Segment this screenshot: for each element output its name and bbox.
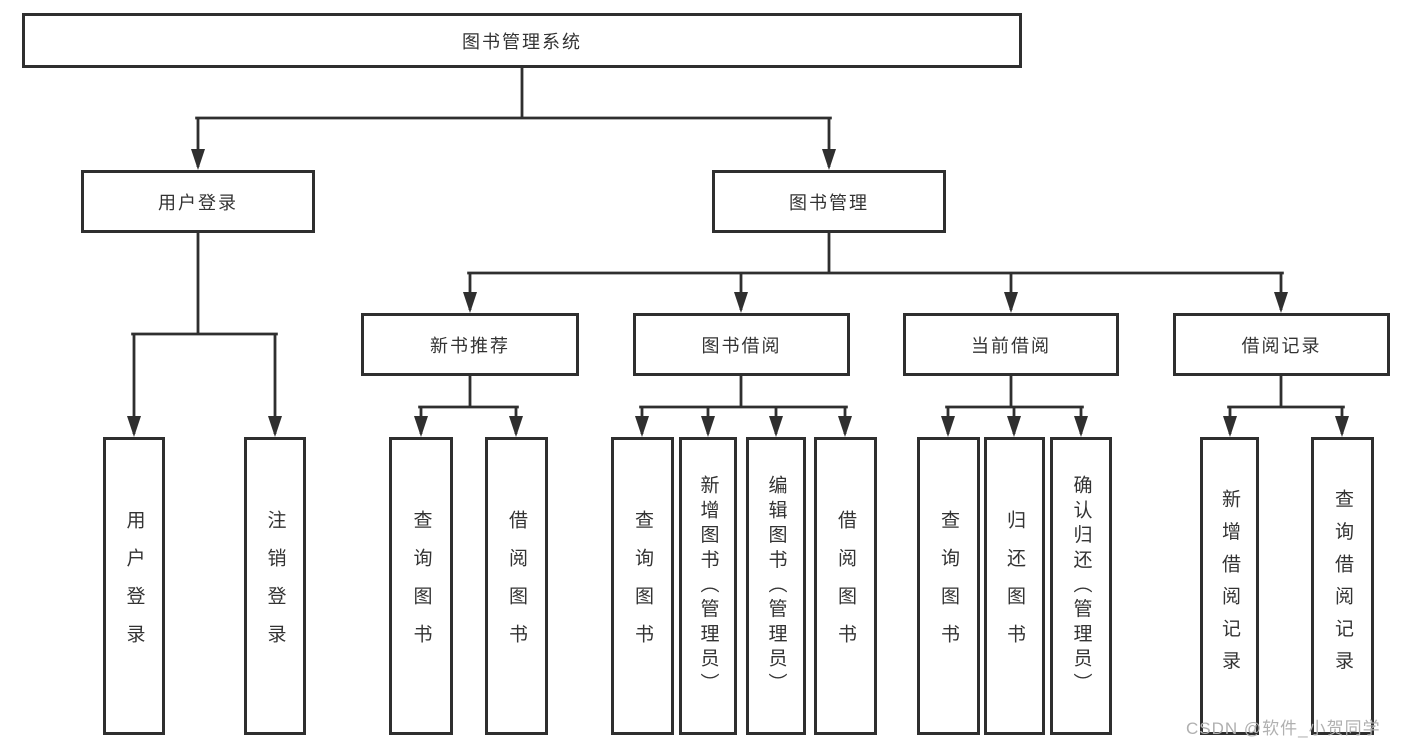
connector-root-to-level2 (191, 68, 836, 170)
leaf-logout: 注销登录 (244, 437, 306, 735)
leaf-query-borrow-record: 查询借阅记录 (1311, 437, 1374, 735)
leaf-return-books: 归还图书 (984, 437, 1045, 735)
leaf-query-books-recommend: 查询图书 (389, 437, 453, 735)
leaf-borrow-books-borrowing: 借阅图书 (814, 437, 877, 735)
connector-book-borrowing-to-leaves (635, 376, 852, 437)
node-user-login: 用户登录 (81, 170, 315, 233)
leaf-query-books-borrowing: 查询图书 (611, 437, 674, 735)
connector-new-book-recommend-to-leaves (414, 376, 523, 437)
connector-current-borrowing-to-leaves (941, 376, 1088, 437)
node-root-library-management-system: 图书管理系统 (22, 13, 1022, 68)
connector-borrow-records-to-leaves (1223, 376, 1349, 437)
connector-book-management-to-level3 (463, 233, 1288, 313)
leaf-borrow-books-recommend: 借阅图书 (485, 437, 548, 735)
node-book-management: 图书管理 (712, 170, 946, 233)
csdn-watermark: CSDN @软件_小贺同学 (1186, 719, 1381, 738)
leaf-confirm-return-admin: 确认归还（管理员） (1050, 437, 1112, 735)
leaf-add-borrow-record: 新增借阅记录 (1200, 437, 1259, 735)
node-borrow-records: 借阅记录 (1173, 313, 1390, 376)
node-current-borrowing: 当前借阅 (903, 313, 1119, 376)
leaf-edit-books-admin: 编辑图书（管理员） (746, 437, 806, 735)
leaf-query-books-current: 查询图书 (917, 437, 980, 735)
connector-user-login-to-leaves (127, 233, 282, 437)
node-book-borrowing: 图书借阅 (633, 313, 850, 376)
leaf-user-login: 用户登录 (103, 437, 165, 735)
node-new-book-recommend: 新书推荐 (361, 313, 579, 376)
leaf-add-books-admin: 新增图书（管理员） (679, 437, 737, 735)
